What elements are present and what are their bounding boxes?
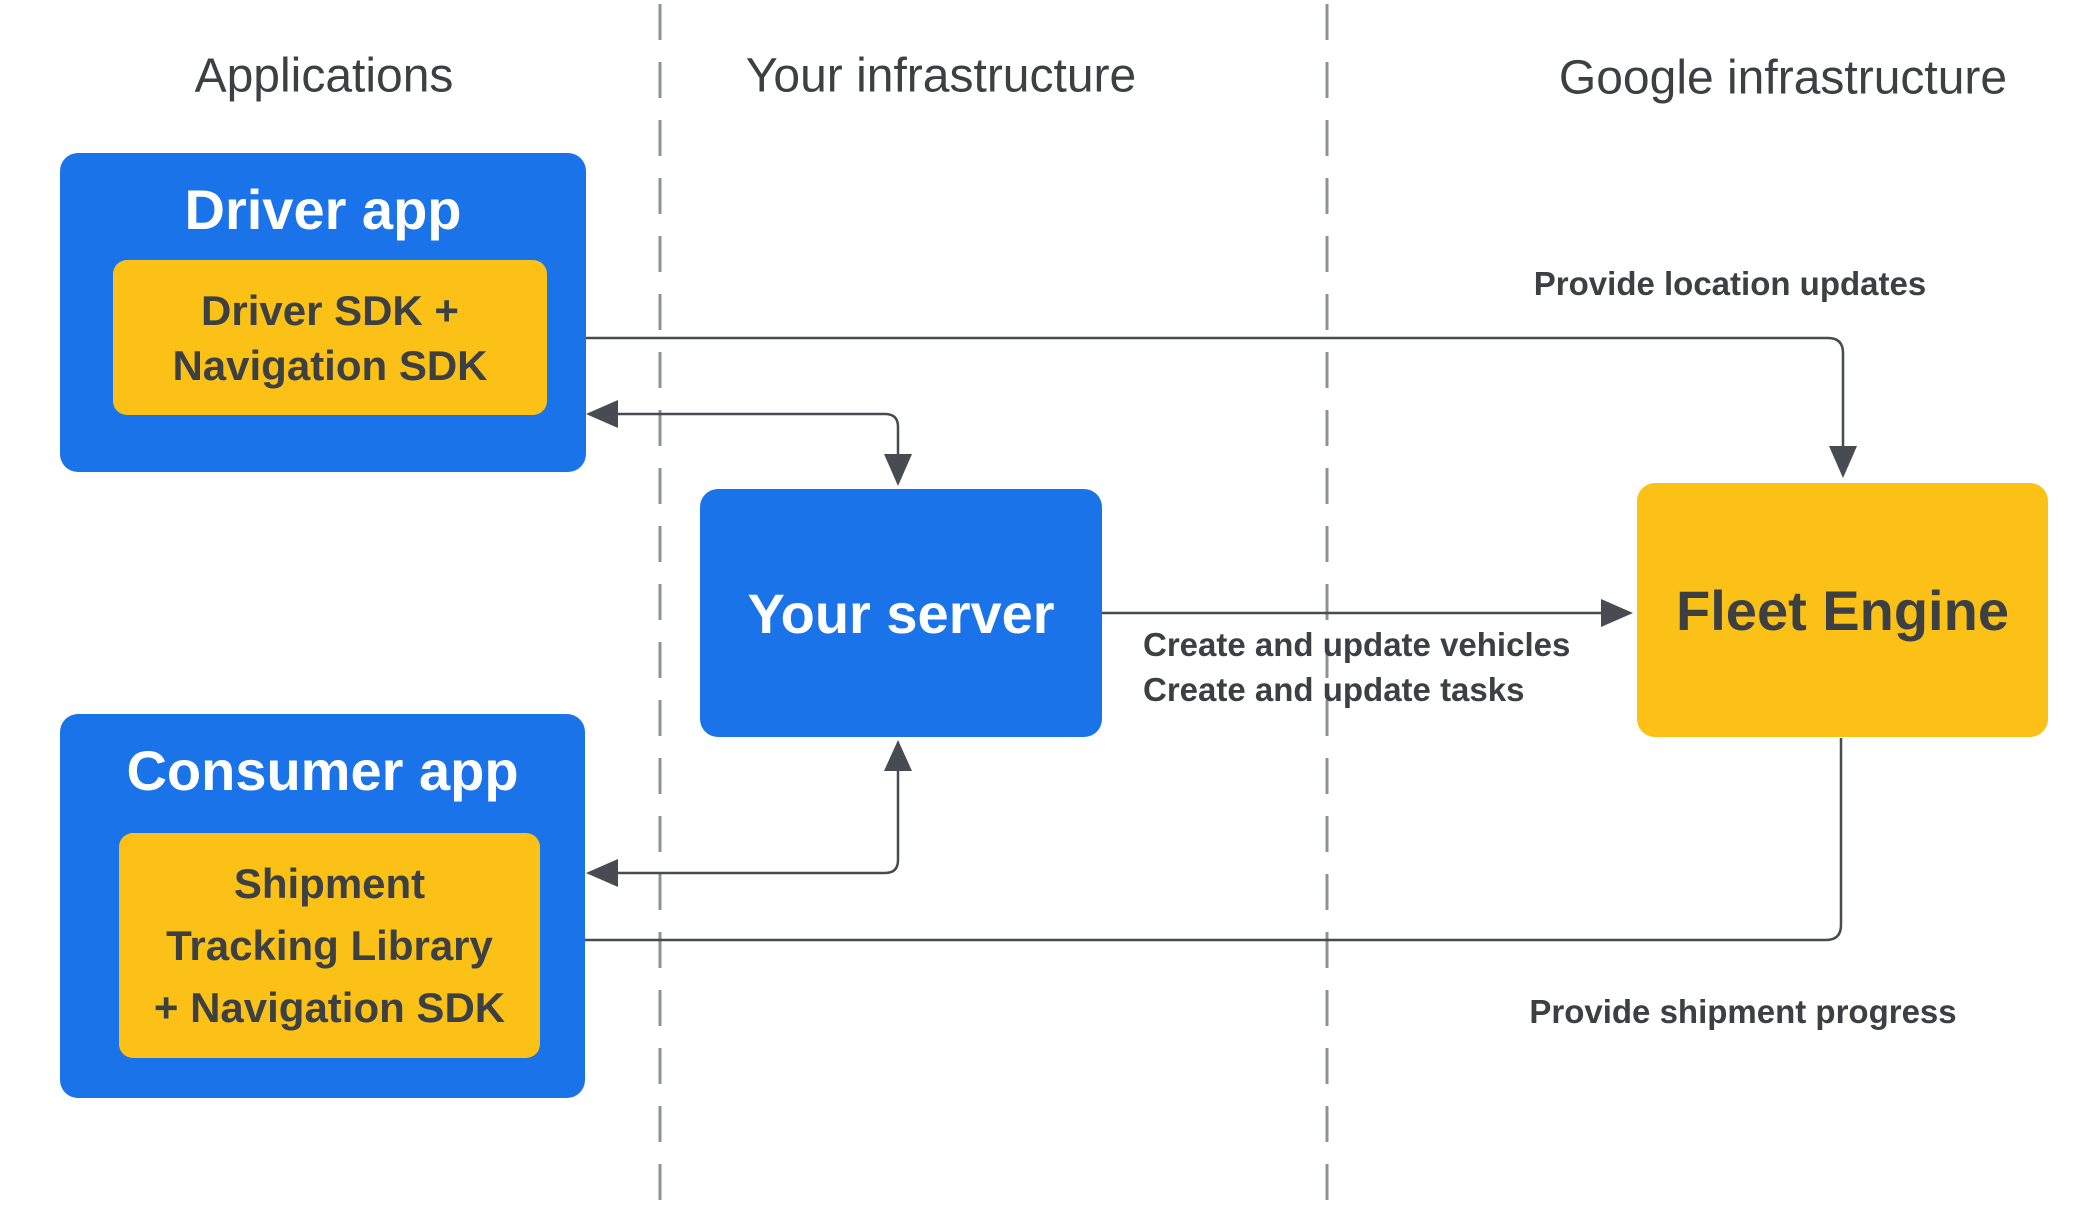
arrowhead-into-fleet-engine-left xyxy=(1601,599,1633,627)
shipment-library-line1: Shipment xyxy=(233,859,426,907)
arrowhead-into-your-server-top xyxy=(884,454,912,486)
column-header-google-infrastructure: Google infrastructure xyxy=(1558,51,2008,105)
arrowhead-into-fleet-engine-top xyxy=(1829,446,1857,478)
arrow-driver-app-your-server xyxy=(618,412,900,454)
column-header-applications: Applications xyxy=(194,49,454,103)
arrow-provide-shipment-progress xyxy=(578,738,1843,942)
column-header-your-infrastructure: Your infrastructure xyxy=(745,49,1137,103)
label-provide-location-updates: Provide location updates xyxy=(1533,265,1927,302)
arrow-provide-location-updates xyxy=(581,336,1845,446)
driver-sdk-box: Driver SDK + Navigation SDK xyxy=(113,260,547,415)
your-server-box: Your server xyxy=(700,489,1102,737)
arrowhead-into-driver-app xyxy=(586,400,618,428)
label-create-update-vehicles: Create and update vehicles xyxy=(1143,626,1571,663)
driver-app-title: Driver app xyxy=(184,178,462,241)
shipment-library-line2: Tracking Library xyxy=(166,921,493,969)
label-provide-shipment-progress: Provide shipment progress xyxy=(1529,993,1957,1030)
driver-sdk-label: Driver SDK + Navigation SDK xyxy=(113,283,547,393)
fleet-engine-box: Fleet Engine xyxy=(1637,483,2048,737)
arrow-consumer-app-your-server xyxy=(618,771,900,875)
shipment-library-line3: + Navigation SDK xyxy=(153,983,506,1031)
driver-sdk-line1: Driver SDK + xyxy=(201,286,459,334)
arrowhead-into-consumer-app xyxy=(586,859,618,887)
consumer-app-box: Consumer app Shipment Tracking Library +… xyxy=(60,714,585,1098)
your-server-title: Your server xyxy=(747,581,1055,645)
label-create-update: Create and update vehicles Create and up… xyxy=(1143,622,1570,712)
shipment-tracking-library-label: Shipment Tracking Library + Navigation S… xyxy=(119,853,540,1039)
driver-sdk-line2: Navigation SDK xyxy=(172,341,488,389)
arrowhead-into-your-server-bottom xyxy=(884,740,912,771)
driver-app-box: Driver app Driver SDK + Navigation SDK xyxy=(60,153,586,472)
fleet-engine-title: Fleet Engine xyxy=(1676,578,2009,642)
label-create-update-tasks: Create and update tasks xyxy=(1143,671,1525,708)
shipment-tracking-library-box: Shipment Tracking Library + Navigation S… xyxy=(119,833,540,1058)
consumer-app-title: Consumer app xyxy=(126,739,519,802)
